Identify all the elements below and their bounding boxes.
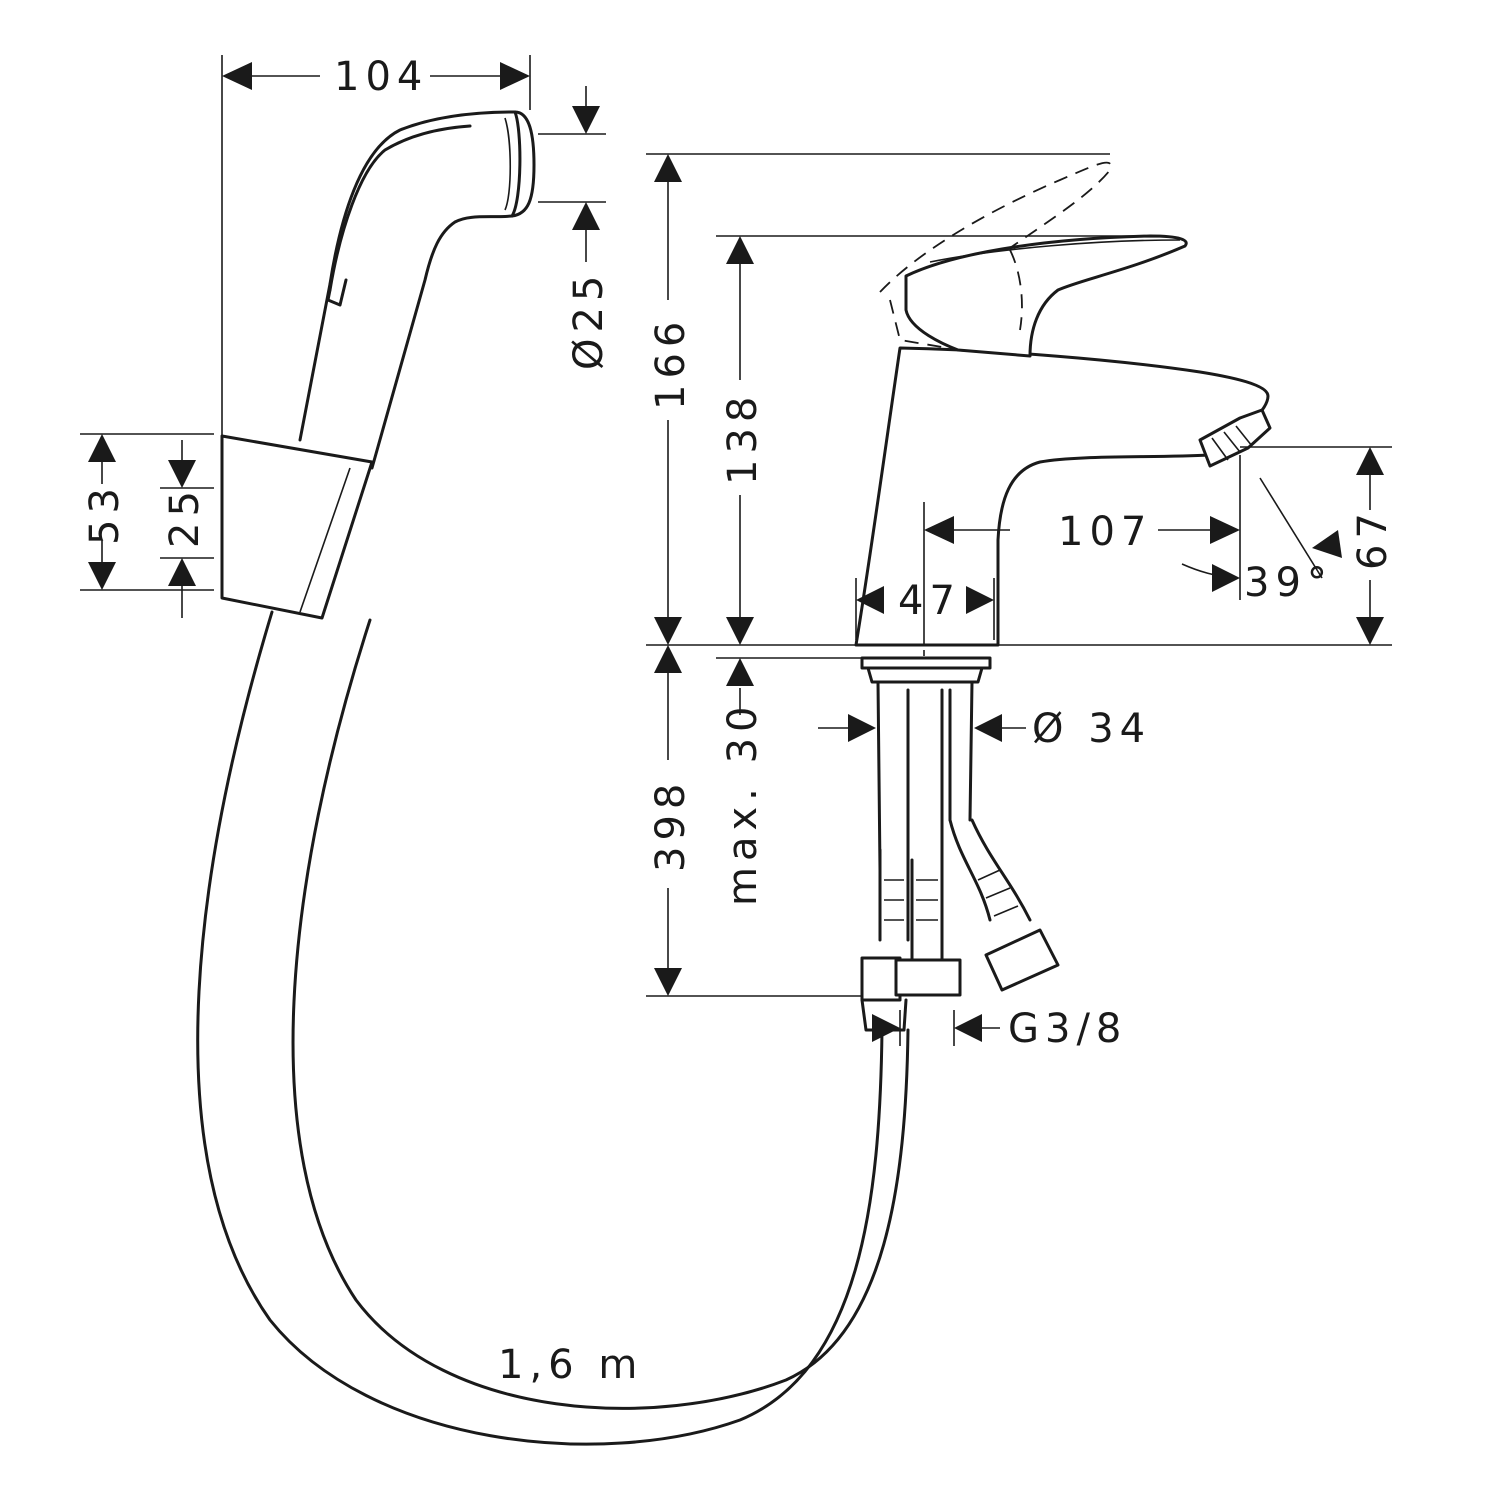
label-holder-inner: 25 (162, 485, 208, 548)
label-spout-angle: 39° (1244, 560, 1333, 606)
label-shank-diameter: Ø 34 (1032, 706, 1151, 752)
label-spout-height: 67 (1350, 507, 1396, 570)
hand-spray (298, 110, 536, 470)
label-base-diameter: 47 (898, 578, 961, 624)
label-spray-width: 104 (334, 54, 428, 100)
label-max-thickness: max. 30 (720, 701, 766, 906)
dimension-lines (80, 55, 1392, 1046)
label-holder-height: 53 (82, 482, 128, 545)
label-spout-reach: 107 (1058, 509, 1152, 555)
label-tap-height: 138 (720, 391, 766, 485)
wall-holder (220, 434, 374, 620)
label-tap-height-max: 166 (648, 316, 694, 410)
hose (196, 610, 910, 1446)
label-hose-length: 1,6 m (498, 1342, 643, 1388)
basin-tap (854, 161, 1272, 1032)
dimension-labels: 104 Ø25 53 25 166 138 107 47 67 39° Ø 34… (82, 54, 1396, 1388)
label-spray-diameter: Ø25 (566, 270, 612, 370)
label-supply-length: 398 (648, 778, 694, 872)
label-connection-thread: G3/8 (1008, 1006, 1127, 1052)
